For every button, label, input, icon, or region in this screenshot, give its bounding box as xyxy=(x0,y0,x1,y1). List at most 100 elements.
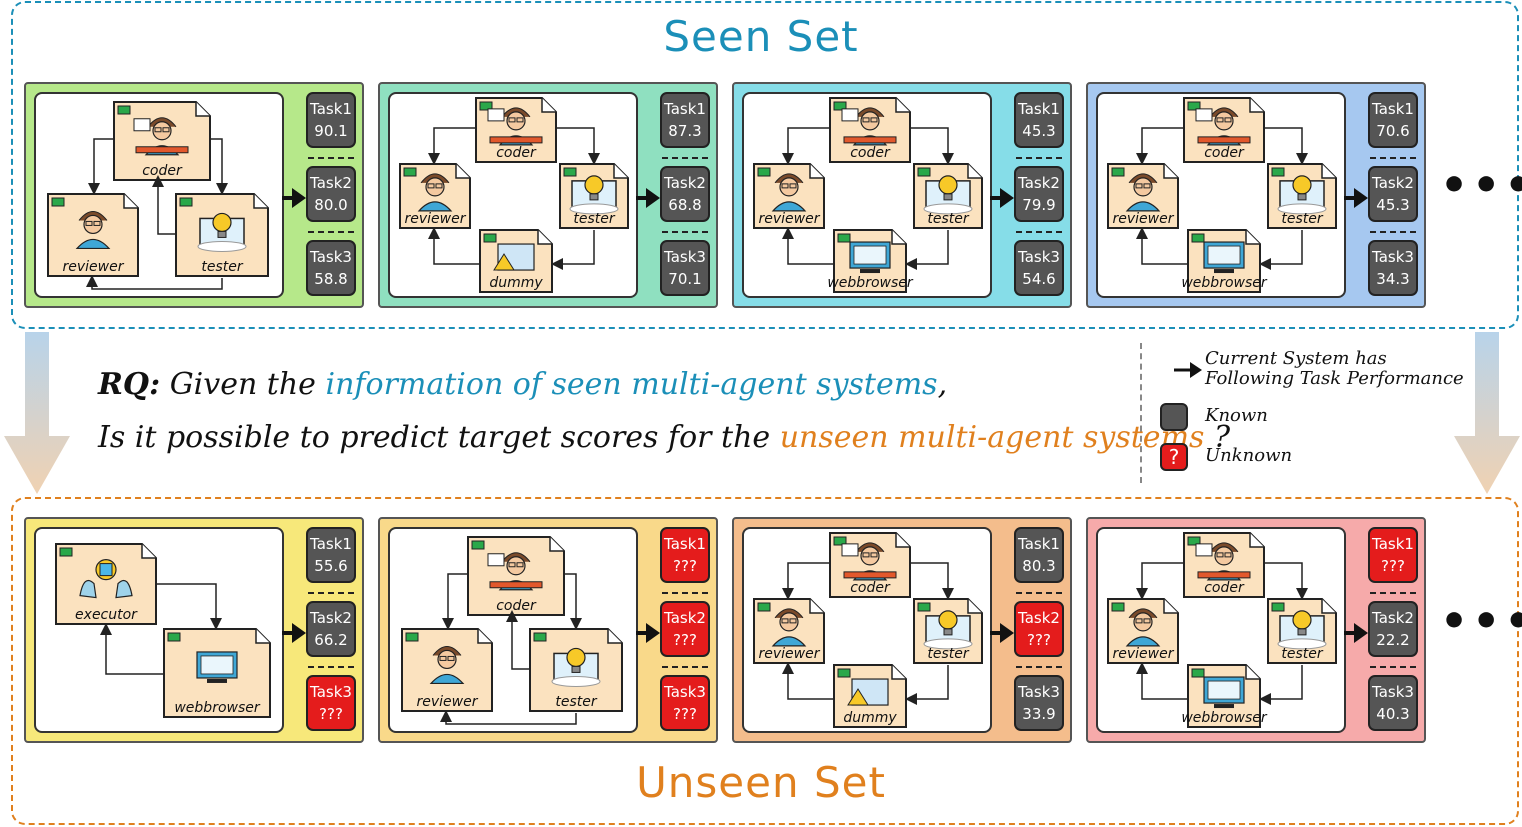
agent-label: dummy xyxy=(489,275,543,291)
agent-reviewer: reviewer xyxy=(753,598,825,664)
system-diagram: coder reviewer tester dummy xyxy=(388,92,638,298)
agent-label: reviewer xyxy=(759,646,821,662)
task-separator xyxy=(1370,592,1416,594)
task-label: Task3 xyxy=(310,248,352,266)
task-value: ??? xyxy=(673,705,697,723)
task-label: Task1 xyxy=(310,535,352,553)
agent-label: reviewer xyxy=(405,211,467,227)
rq-line1-suffix: , xyxy=(937,367,948,402)
task-value: 22.2 xyxy=(1376,631,1410,649)
task-value: 34.3 xyxy=(1376,270,1410,288)
agent-label: tester xyxy=(1281,211,1323,227)
agent-webbrowser: webbrowser xyxy=(1181,229,1268,293)
rq-line2-highlight: unseen multi-agent systems xyxy=(779,420,1205,455)
task-separator xyxy=(1370,157,1416,159)
task-separator xyxy=(662,231,708,233)
unseen-set-title: Unseen Set xyxy=(636,758,886,807)
task-value: 90.1 xyxy=(314,122,348,140)
task-label: Task3 xyxy=(1018,683,1060,701)
task-separator xyxy=(1370,666,1416,668)
task-value: 80.0 xyxy=(314,196,348,214)
agent-label: tester xyxy=(573,211,615,227)
task-separator xyxy=(308,592,354,594)
performance-arrow-icon xyxy=(990,188,1014,208)
task-separator xyxy=(308,231,354,233)
performance-arrow-icon xyxy=(282,188,306,208)
task-value: 66.2 xyxy=(314,631,348,649)
task-value: 55.6 xyxy=(314,557,348,575)
agent-label: executor xyxy=(75,607,138,623)
task-separator xyxy=(662,157,708,159)
task-label: Task1 xyxy=(1018,100,1060,118)
agent-label: coder xyxy=(850,580,891,596)
task-label: Task1 xyxy=(664,100,706,118)
system-diagram: executor webbrowser xyxy=(34,527,284,733)
agent-tester: tester xyxy=(1267,598,1337,664)
agent-webbrowser: webbrowser xyxy=(163,628,271,718)
agent-reviewer: reviewer xyxy=(399,163,471,229)
task-label: Task2 xyxy=(664,174,706,192)
task-separator xyxy=(1016,592,1062,594)
rq-line2-suffix: ? xyxy=(1213,420,1231,455)
agent-label: coder xyxy=(850,145,891,161)
seen-more-ellipsis: ••• xyxy=(1440,160,1522,211)
agent-tester: tester xyxy=(559,163,629,229)
agent-label: coder xyxy=(142,163,183,179)
task-score-box: Task3??? xyxy=(306,675,356,731)
task-separator xyxy=(662,592,708,594)
task-separator xyxy=(308,666,354,668)
task-label: Task2 xyxy=(1372,609,1414,627)
system-diagram: coder reviewer tester webbrowser xyxy=(1096,92,1346,298)
task-separator xyxy=(1370,231,1416,233)
agent-coder: coder xyxy=(467,536,565,616)
agent-label: reviewer xyxy=(1113,211,1175,227)
task-label: Task2 xyxy=(664,609,706,627)
task-label: Task1 xyxy=(1018,535,1060,553)
task-label: Task3 xyxy=(664,683,706,701)
legend-known-label: Known xyxy=(1205,405,1268,426)
agent-reviewer: reviewer xyxy=(401,628,493,712)
system-diagram: coder reviewer tester xyxy=(388,527,638,733)
agent-label: tester xyxy=(1281,646,1323,662)
task-value: 45.3 xyxy=(1022,122,1056,140)
task-separator xyxy=(1016,231,1062,233)
agent-label: tester xyxy=(555,694,597,710)
agent-coder: coder xyxy=(829,97,911,163)
seen-set-title: Seen Set xyxy=(663,12,859,61)
agent-label: coder xyxy=(496,145,537,161)
task-separator xyxy=(662,666,708,668)
seen-set-frame xyxy=(11,1,1519,329)
agent-graph: coder reviewer tester dummy xyxy=(399,97,629,293)
unseen-more-ellipsis: ••• xyxy=(1440,596,1522,647)
task-value: 45.3 xyxy=(1376,196,1410,214)
task-label: Task3 xyxy=(1018,248,1060,266)
task-label: Task3 xyxy=(310,683,352,701)
task-value: 79.9 xyxy=(1022,196,1056,214)
agent-label: reviewer xyxy=(417,694,479,710)
unseen-set-frame xyxy=(11,497,1519,825)
agent-coder: coder xyxy=(829,532,911,598)
task-score-box: Task1??? xyxy=(660,527,710,583)
task-separator xyxy=(1016,666,1062,668)
performance-arrow-icon xyxy=(636,188,660,208)
agent-label: coder xyxy=(1204,145,1245,161)
agent-label: webbrowser xyxy=(1181,710,1268,726)
agent-tester: tester xyxy=(529,628,623,712)
agent-label: webbrowser xyxy=(1181,275,1268,291)
task-label: Task1 xyxy=(1372,535,1414,553)
task-value: ??? xyxy=(1381,557,1405,575)
